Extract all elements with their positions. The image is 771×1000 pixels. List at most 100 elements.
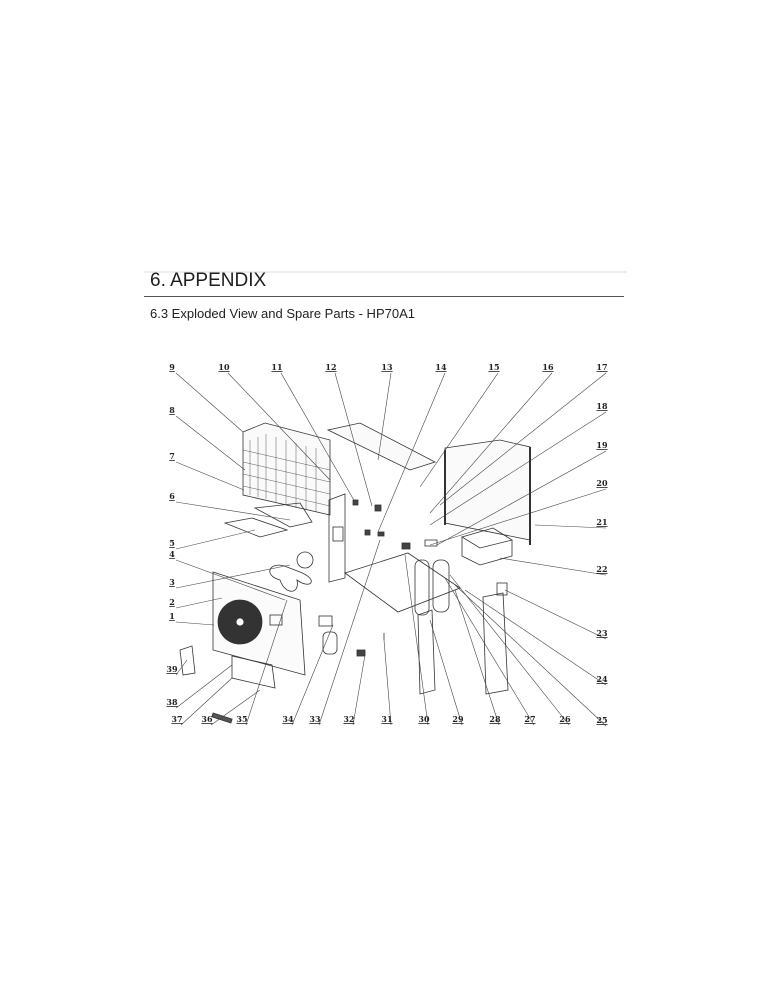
leader-line-13 [377, 372, 392, 461]
grille-part-36 [211, 712, 233, 724]
leader-line-32 [352, 654, 366, 726]
leader-line-11 [280, 372, 356, 503]
side-panel [482, 592, 509, 695]
gas-separator [414, 559, 430, 616]
part-label-4: 4 [169, 549, 175, 559]
part-20 [424, 539, 438, 547]
part-label-39: 39 [166, 664, 178, 674]
part-label-21: 21 [596, 517, 607, 527]
evaporator-grille [242, 422, 331, 516]
leader-line-4 [175, 559, 286, 601]
partition [328, 493, 346, 583]
section-title: 6. APPENDIX [150, 270, 267, 291]
leader-line-29 [429, 619, 463, 726]
leader-line-39 [175, 659, 188, 676]
base-plate [344, 552, 461, 613]
part-label-36: 36 [201, 714, 213, 724]
part-label-8: 8 [169, 405, 175, 415]
part-label-3: 3 [169, 577, 175, 587]
tray-part-6 [253, 502, 313, 528]
leader-line-2 [175, 597, 223, 609]
part-label-20: 20 [596, 478, 608, 488]
leader-line-1 [175, 621, 215, 626]
leader-line-10 [227, 372, 331, 481]
part-label-24: 24 [596, 674, 608, 684]
leader-line-14 [377, 372, 446, 533]
filter-part-34 [318, 615, 333, 627]
part-label-2: 2 [169, 597, 175, 607]
part-label-11: 11 [271, 362, 282, 372]
leader-line-30 [404, 554, 429, 726]
bracket-part-39 [179, 645, 196, 676]
controller-part-23 [496, 582, 508, 596]
part-label-32: 32 [343, 714, 354, 724]
leader-line-12 [334, 372, 373, 507]
part-label-1: 1 [169, 611, 175, 621]
leader-line-20 [429, 488, 607, 546]
part-label-5: 5 [169, 538, 175, 548]
callout-leaders [175, 372, 607, 727]
leader-line-34 [291, 624, 334, 726]
leader-line-17 [439, 372, 607, 506]
compressor [432, 559, 450, 613]
fan-blade [269, 564, 312, 592]
subsection-title: 6.3 Exploded View and Spare Parts - HP70… [150, 306, 415, 321]
part-label-37: 37 [171, 714, 182, 724]
leader-line-25 [454, 584, 607, 727]
part-label-25: 25 [596, 715, 607, 725]
part-label-27: 27 [524, 714, 535, 724]
fan-motor [296, 551, 314, 569]
leader-line-19 [436, 450, 607, 546]
part-label-16: 16 [542, 362, 554, 372]
display-window [269, 614, 283, 626]
partition-window [332, 526, 344, 542]
leader-line-18 [429, 411, 607, 526]
side-condenser [444, 439, 531, 541]
leader-line-37 [180, 677, 233, 726]
part-label-19: 19 [596, 440, 608, 450]
leader-line-24 [464, 589, 607, 686]
leader-line-26 [449, 574, 570, 726]
part-label-6: 6 [169, 491, 175, 501]
title-divider [144, 296, 624, 297]
leader-line-31 [383, 639, 392, 726]
front-lower-panel [231, 655, 276, 689]
part-label-10: 10 [218, 362, 230, 372]
leader-line-3 [175, 564, 291, 589]
part-label-23: 23 [596, 628, 608, 638]
base-leg [417, 609, 436, 695]
part-label-31: 31 [381, 714, 392, 724]
page-top-border [144, 271, 627, 273]
part-label-15: 15 [488, 362, 499, 372]
part-label-34: 34 [282, 714, 294, 724]
valve-part-32 [356, 649, 366, 657]
leader-line-38 [175, 664, 233, 709]
part-label-33: 33 [309, 714, 321, 724]
leader-line-9 [175, 372, 244, 433]
leader-line-21 [534, 524, 607, 529]
leader-line-22 [499, 557, 607, 576]
plate-part-5 [223, 517, 289, 538]
part-label-28: 28 [489, 714, 501, 724]
part-label-17: 17 [596, 362, 607, 372]
leader-line-8 [175, 415, 246, 471]
leader-line-36 [210, 689, 261, 726]
part-label-35: 35 [236, 714, 247, 724]
leader-line-6 [175, 501, 291, 521]
part-label-26: 26 [559, 714, 571, 724]
leader-line-16 [429, 372, 553, 514]
leader-line-27 [444, 577, 535, 726]
leader-line-35 [245, 599, 288, 726]
leader-line-28 [454, 589, 500, 726]
leader-line-33 [318, 539, 381, 726]
leader-line-7 [175, 461, 245, 491]
part-label-18: 18 [596, 401, 608, 411]
receiver [322, 631, 338, 655]
diagram-parts [179, 422, 531, 724]
leader-line-15 [419, 372, 499, 488]
part-label-7: 7 [169, 451, 175, 461]
leader-line-5 [175, 529, 256, 550]
part-label-38: 38 [166, 697, 178, 707]
